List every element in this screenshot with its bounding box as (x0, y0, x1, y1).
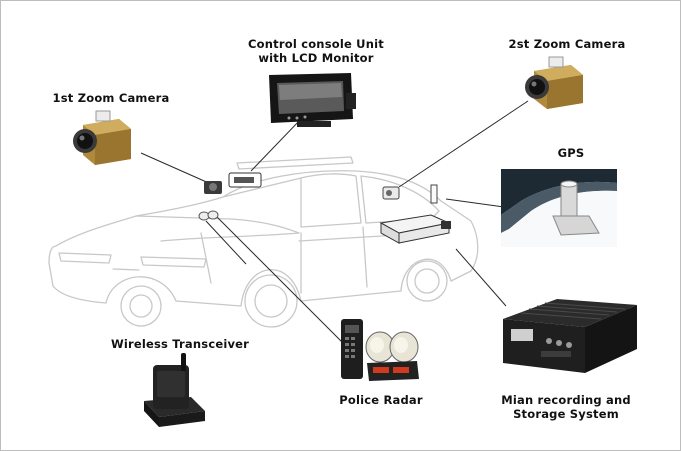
control-console-label-line1: Control console Unit (248, 37, 384, 51)
lcd-monitor-image (269, 73, 356, 127)
dash-radar-antennas (198, 210, 219, 221)
police-car-outline (48, 156, 479, 328)
gps-label: GPS (557, 146, 585, 160)
dash-camera-2 (382, 186, 400, 200)
recording-storage-label-line1: Mian recording and (501, 393, 631, 407)
wireless-transceiver-label: Wireless Transceiver (110, 337, 250, 351)
trunk-recorder-box (379, 214, 451, 244)
zoom-camera-2-label: 2st Zoom Camera (508, 37, 626, 51)
police-radar-image (341, 319, 419, 381)
recorder-dvr-image (503, 299, 637, 373)
zoom-camera-2-image (525, 56, 583, 109)
zoom-camera-1-label: 1st Zoom Camera (52, 91, 170, 105)
control-console-label-line2: with LCD Monitor (258, 51, 374, 65)
police-radar-label: Police Radar (339, 393, 423, 407)
gps-antenna-image (501, 169, 617, 247)
zoom-camera-1-image (73, 110, 131, 165)
dash-console-unit (228, 172, 262, 188)
wireless-transceiver-image (144, 353, 205, 427)
recording-storage-label-line2: Storage System (513, 407, 619, 421)
dash-gps-antenna (430, 184, 438, 204)
leader-lines (140, 100, 529, 347)
dash-camera-1 (204, 181, 222, 194)
